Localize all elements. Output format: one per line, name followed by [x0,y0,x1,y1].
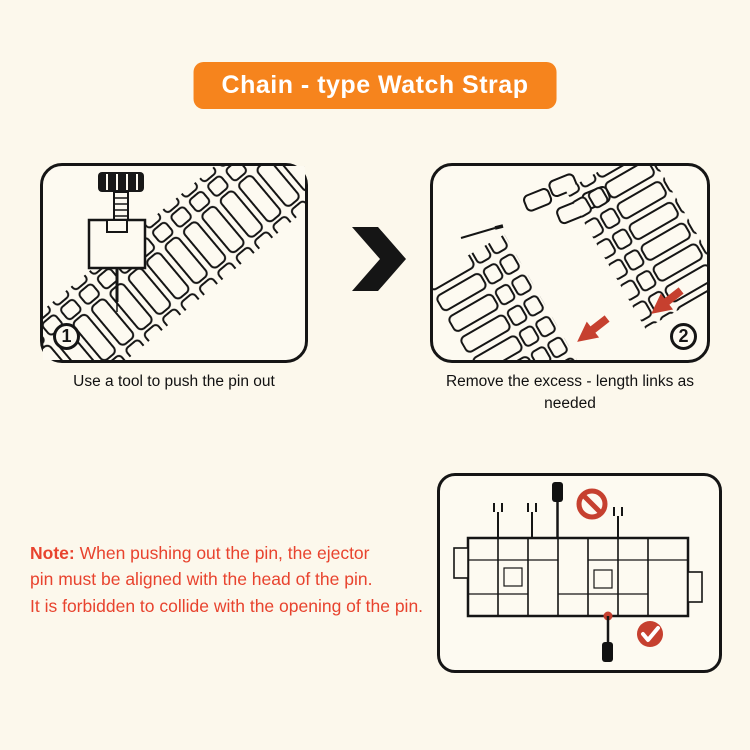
band-cross-section [453,536,703,618]
page-title: Chain - type Watch Strap [221,71,529,99]
note-text: Note: When pushing out the pin, the ejec… [30,540,470,619]
step1-panel: 1 [40,163,308,363]
watch-band [43,166,305,360]
step2-caption: Remove the excess - length links as need… [445,373,695,413]
band-segment-left [433,234,580,360]
prohibition-icon [576,488,608,520]
step2-illustration [433,166,707,360]
pin-removal-tool-icon [87,172,147,312]
check-circle-icon [637,621,663,647]
chevron-right-icon [352,227,406,291]
step1-number: 1 [61,326,72,346]
step-number-badge: 1 [53,323,80,350]
title-banner: Chain - type Watch Strap [193,62,557,109]
step1-caption: Use a tool to push the pin out [73,373,275,390]
red-arrow-icon [577,315,610,342]
note-line-3: It is forbidden to collide with the open… [30,595,424,616]
note-line-1: When pushing out the pin, the ejector [74,543,370,563]
step-number-badge: 2 [670,323,697,350]
red-arrow-icon [651,287,684,314]
note-line-2: pin must be aligned with the head of the… [30,569,373,590]
loose-pin [460,224,504,239]
note-label: Note: [30,543,75,563]
spring-pins [493,503,623,538]
step1-illustration [43,166,305,360]
step2-number: 2 [678,326,689,346]
pin-alignment-panel [437,473,722,673]
step2-panel: 2 [430,163,710,363]
pin-alignment-illustration [453,482,703,662]
ejector-pin-top [552,482,563,538]
band-segment-right [565,166,707,329]
ejector-pin-bottom [602,611,613,662]
